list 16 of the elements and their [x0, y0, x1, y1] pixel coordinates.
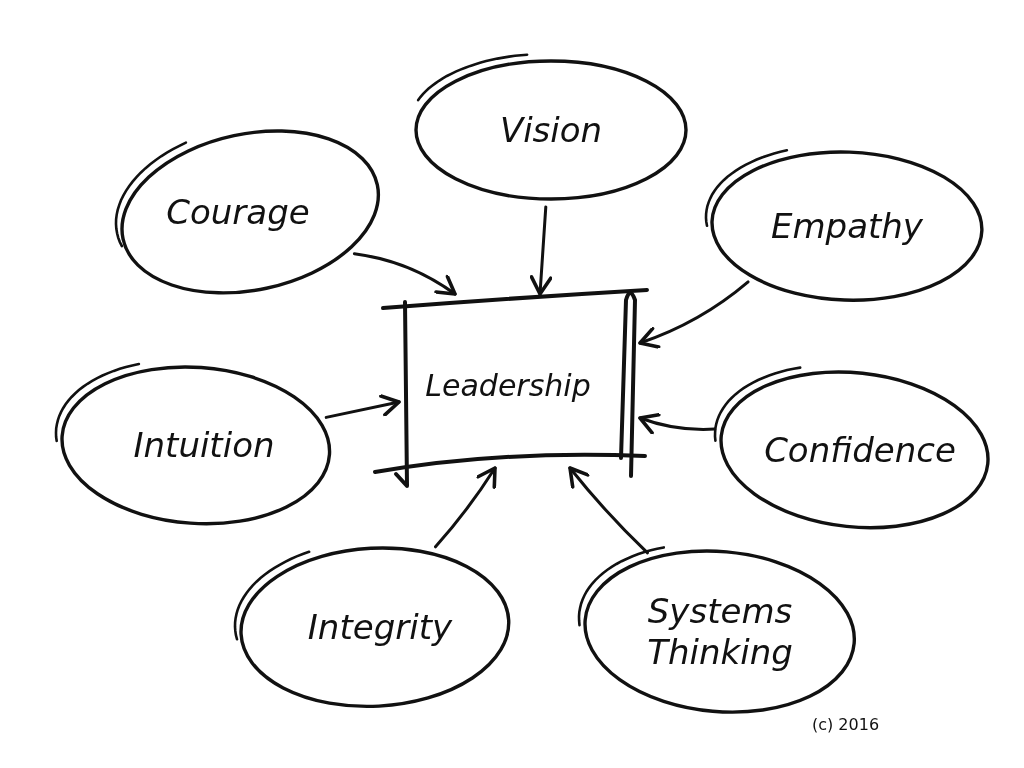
- arrow: [324, 394, 401, 419]
- node-label: Intuition: [133, 424, 275, 466]
- node-label: Leadership: [425, 368, 591, 404]
- node-label: Courage: [166, 191, 310, 233]
- arrow: [568, 466, 649, 555]
- node-label: Empathy: [770, 205, 923, 247]
- arrow: [529, 205, 553, 296]
- node-label: Vision: [499, 109, 603, 151]
- node-label: Systems Thinking: [646, 591, 794, 673]
- node-label: Confidence: [764, 429, 956, 471]
- arrow: [434, 466, 497, 549]
- arrow: [638, 412, 717, 435]
- arrow: [638, 280, 750, 349]
- node-label: Integrity: [307, 606, 453, 648]
- copyright-note: (c) 2016: [812, 715, 880, 734]
- arrow: [352, 252, 457, 296]
